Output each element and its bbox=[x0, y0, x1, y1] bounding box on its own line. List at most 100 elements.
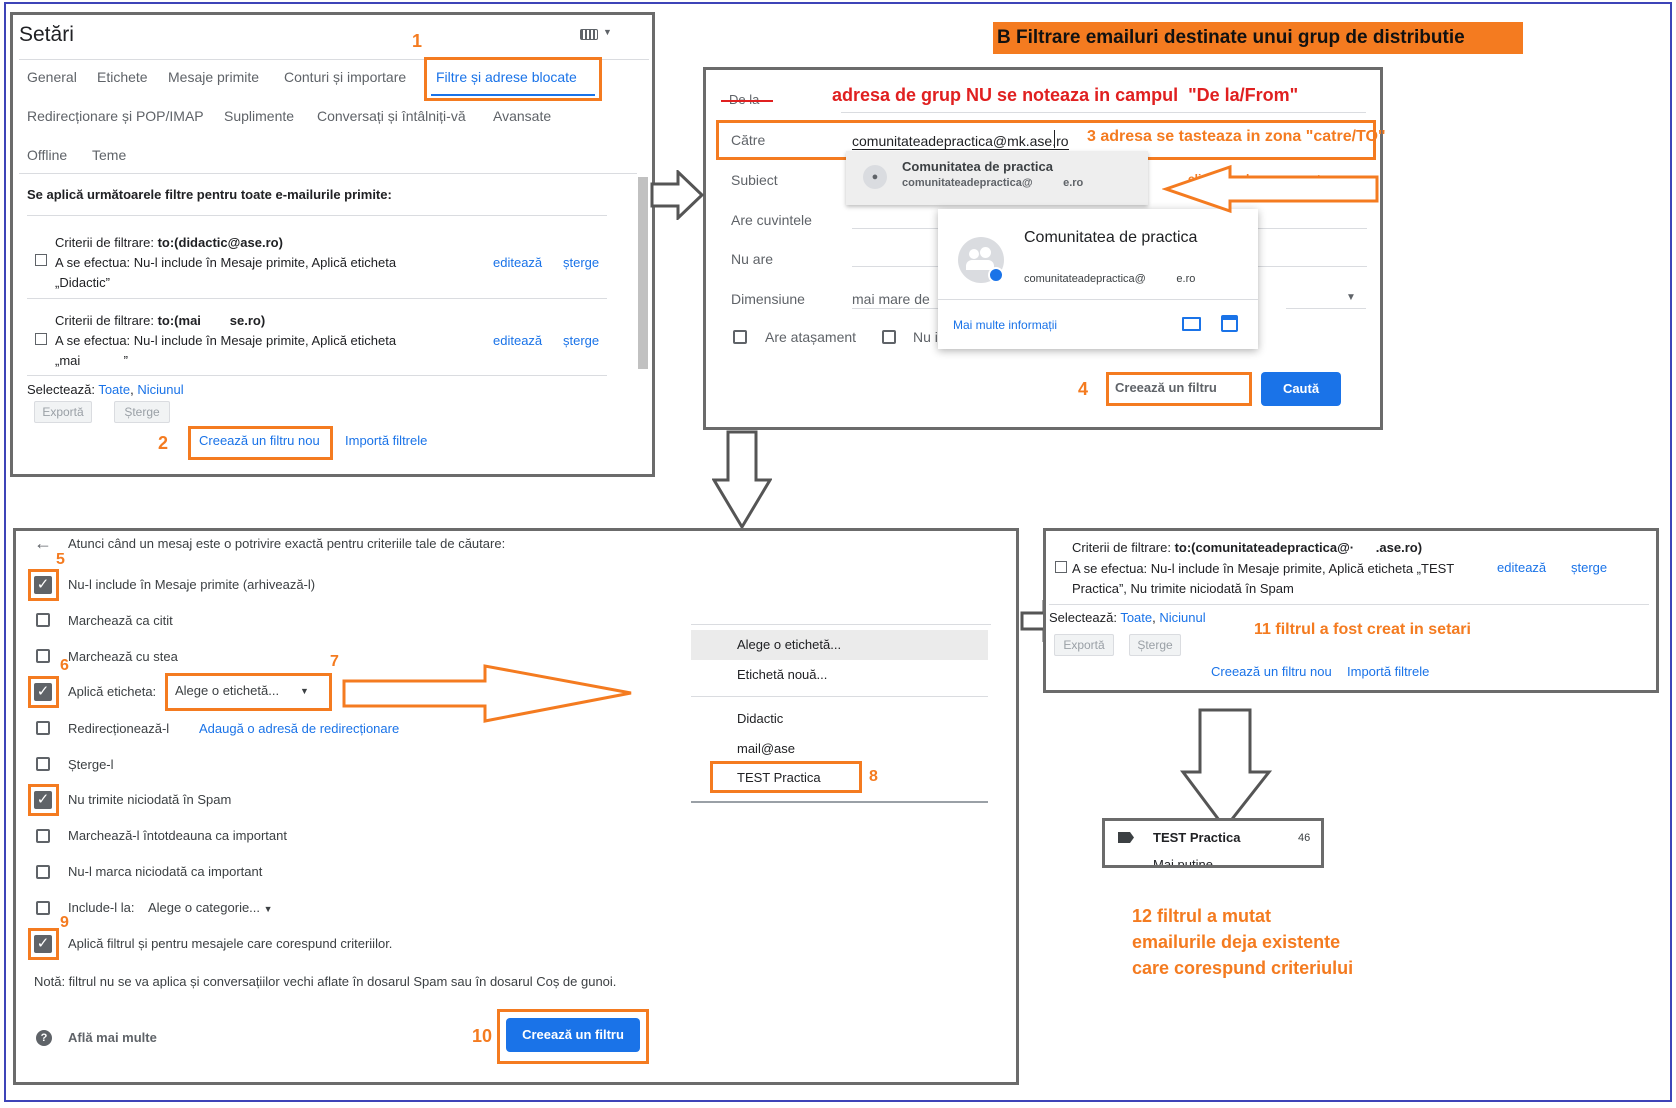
step1-box bbox=[424, 57, 602, 101]
filter-checkbox[interactable] bbox=[35, 333, 47, 345]
tab-addons[interactable]: Suplimente bbox=[224, 108, 295, 124]
create-filter-link[interactable]: Creează un filtru nou bbox=[1211, 664, 1332, 679]
search-button[interactable]: Caută bbox=[1261, 372, 1341, 406]
tab-accounts[interactable]: Conturi și importare bbox=[284, 69, 407, 85]
search-panel: De la adresa de grup NU se noteaza in ca… bbox=[703, 67, 1386, 430]
mark-read-label: Marchează ca citit bbox=[68, 613, 173, 628]
autocomplete-suggestion[interactable]: ● Comunitatea de practica comunitateadep… bbox=[846, 151, 1148, 205]
help-icon[interactable]: ? bbox=[36, 1030, 52, 1046]
actions-intro: Atunci când un mesaj este o potrivire ex… bbox=[68, 536, 506, 551]
menu-item-didactic[interactable]: Didactic bbox=[737, 711, 784, 726]
back-arrow-icon[interactable]: ← bbox=[34, 533, 52, 553]
create-filter-link[interactable]: Creează un filtru nou bbox=[199, 433, 320, 448]
sidebar-label-name[interactable]: TEST Practica bbox=[1153, 830, 1241, 845]
menu-item-mail[interactable]: mail@ase bbox=[737, 741, 795, 756]
tab-labels[interactable]: Etichete bbox=[97, 69, 148, 85]
select-all-link[interactable]: Toate bbox=[1120, 610, 1153, 625]
step2-box bbox=[188, 426, 333, 460]
menu-item-new[interactable]: Etichetă nouă... bbox=[737, 667, 828, 682]
select-all-link[interactable]: Toate bbox=[98, 382, 131, 397]
always-important-checkbox[interactable] bbox=[36, 829, 50, 843]
learn-more-link[interactable]: Află mai multe bbox=[68, 1030, 157, 1045]
category-select[interactable]: Alege o categorie... ▼ bbox=[148, 900, 273, 915]
tab-general[interactable]: General bbox=[27, 69, 77, 85]
tab-offline[interactable]: Offline bbox=[27, 147, 68, 163]
import-filters-link[interactable]: Importă filtrele bbox=[345, 433, 428, 448]
arrow-down-1 bbox=[712, 430, 772, 530]
strike-line bbox=[721, 100, 773, 102]
no-chats-checkbox[interactable] bbox=[882, 330, 896, 344]
always-important-label: Marchează-l întotdeauna ca important bbox=[68, 828, 287, 843]
canvas-frame bbox=[4, 2, 1672, 1102]
category-checkbox[interactable] bbox=[36, 901, 50, 915]
delete-button[interactable]: Șterge bbox=[114, 401, 170, 423]
spam-box bbox=[28, 784, 59, 816]
keyboard-icon[interactable] bbox=[580, 29, 598, 40]
import-filters-link[interactable]: Importă filtrele bbox=[1347, 664, 1430, 679]
actions-panel: ← Atunci când un mesaj este o potrivire … bbox=[13, 528, 1019, 1085]
tab-advanced[interactable]: Avansate bbox=[493, 108, 552, 124]
size-label: Dimensiune bbox=[731, 291, 805, 307]
edit-link[interactable]: editează bbox=[493, 333, 543, 348]
add-forward-link[interactable]: Adaugă o adresă de redirecționare bbox=[199, 721, 400, 736]
menu-item-choose[interactable] bbox=[691, 630, 988, 660]
filter-created-note: 11 filtrul a fost creat in setari bbox=[1254, 621, 1471, 638]
has-attachment-checkbox[interactable] bbox=[733, 330, 747, 344]
step5-box bbox=[28, 569, 59, 601]
dropdown-arrow-icon[interactable]: ▼ bbox=[1346, 292, 1356, 303]
more-info-link[interactable]: Mai multe informații bbox=[953, 318, 1058, 332]
delete-link[interactable]: șterge bbox=[563, 255, 600, 270]
calendar-icon[interactable] bbox=[1221, 315, 1238, 332]
delete-button[interactable]: Șterge bbox=[1129, 634, 1181, 656]
forward-checkbox[interactable] bbox=[36, 721, 50, 735]
tab-inbox[interactable]: Mesaje primite bbox=[168, 69, 260, 85]
mark-read-checkbox[interactable] bbox=[36, 613, 50, 627]
filter-criteria: Criterii de filtrare: to:(mai se.ro) bbox=[55, 313, 266, 328]
size-operator[interactable]: mai mare de bbox=[852, 291, 930, 307]
result-panel: Criterii de filtrare: to:(comunitateadep… bbox=[1043, 528, 1659, 693]
menu-item-test-practica[interactable]: TEST Practica bbox=[737, 770, 821, 785]
delete-checkbox[interactable] bbox=[36, 757, 50, 771]
select-none-link[interactable]: Niciunul bbox=[137, 382, 184, 397]
skip-inbox-label: Nu-l include în Mesaje primite (arhiveaz… bbox=[68, 577, 316, 592]
chevron-down-icon[interactable]: ▼ bbox=[603, 27, 612, 37]
create-filter-button[interactable]: Creează un filtru bbox=[1115, 380, 1217, 395]
skip-inbox-checkbox[interactable]: ✓ bbox=[34, 576, 52, 594]
delete-link[interactable]: șterge bbox=[1571, 560, 1608, 575]
step7-box bbox=[165, 673, 332, 711]
never-spam-checkbox[interactable]: ✓ bbox=[34, 791, 52, 809]
apply-existing-checkbox[interactable]: ✓ bbox=[34, 935, 52, 953]
result-action: A se efectua: Nu-l include în Mesaje pri… bbox=[1072, 561, 1454, 596]
tab-filters[interactable]: Filtre și adrese blocate bbox=[436, 69, 577, 85]
active-tab-indicator bbox=[431, 94, 595, 96]
scrollbar[interactable] bbox=[638, 177, 648, 369]
to-field[interactable]: comunitateadepractica@mk.ase.ro bbox=[852, 133, 1069, 150]
tab-chat[interactable]: Conversați și întâlniți-vă bbox=[317, 108, 466, 124]
sidebar-partial-item[interactable]: Mai puține bbox=[1153, 857, 1213, 868]
mail-icon[interactable] bbox=[1182, 317, 1201, 331]
filter-checkbox[interactable] bbox=[1055, 561, 1067, 573]
step9-box bbox=[28, 928, 59, 960]
tab-forwarding[interactable]: Redirecționare și POP/IMAP bbox=[27, 108, 204, 124]
edit-link[interactable]: editează bbox=[493, 255, 543, 270]
edit-link[interactable]: editează bbox=[1497, 560, 1547, 575]
step9-number: 9 bbox=[60, 914, 69, 931]
star-label: Marchează cu stea bbox=[68, 649, 178, 664]
create-filter-button[interactable]: Creează un filtru bbox=[506, 1018, 640, 1052]
export-button[interactable]: Exportă bbox=[1054, 634, 1114, 656]
step1-number: 1 bbox=[412, 31, 423, 51]
filter-criteria: Criterii de filtrare: to:(didactic@ase.r… bbox=[55, 235, 283, 250]
label-select[interactable]: Alege o etichetă...▼ bbox=[175, 683, 309, 698]
delete-link[interactable]: șterge bbox=[563, 333, 600, 348]
select-none-link[interactable]: Niciunul bbox=[1159, 610, 1206, 625]
never-important-checkbox[interactable] bbox=[36, 865, 50, 879]
filters-heading: Se aplică următoarele filtre pentru toat… bbox=[27, 187, 392, 202]
star-checkbox[interactable] bbox=[36, 649, 50, 663]
to-label: Către bbox=[731, 132, 766, 148]
filter-label: „Didactic” bbox=[55, 275, 110, 290]
settings-panel: Setări ▼ General Etichete Mesaje primite… bbox=[10, 12, 655, 477]
export-button[interactable]: Exportă bbox=[34, 401, 92, 423]
filter-checkbox[interactable] bbox=[35, 254, 47, 266]
tab-themes[interactable]: Teme bbox=[92, 147, 127, 163]
apply-label-checkbox[interactable]: ✓ bbox=[34, 683, 52, 701]
